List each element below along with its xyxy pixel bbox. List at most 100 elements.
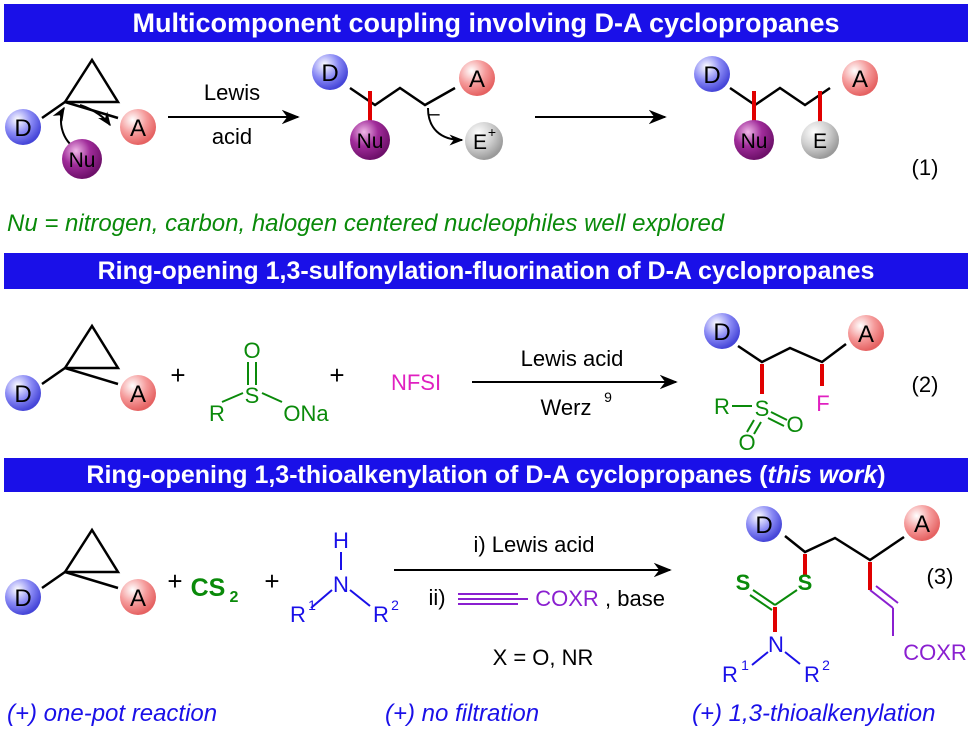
alkyne-coxr: COXR (535, 586, 599, 611)
lewis-label: Lewis (204, 80, 260, 105)
amine-r1: R (290, 602, 306, 627)
intermediate-donor-label: D (321, 60, 338, 87)
product3-donor-label: D (755, 512, 772, 539)
acceptor-label: A (130, 115, 146, 142)
amine-r2-sup: 2 (391, 597, 399, 613)
base-label: , base (605, 586, 665, 611)
plus-1: + (170, 360, 185, 390)
product1-acceptor-label: A (852, 66, 868, 93)
intermediate-nucleophile-label: Nu (357, 130, 384, 153)
intermediate-nucleophile (350, 120, 390, 160)
donor-label: D (14, 115, 31, 142)
equation-3: (3) (927, 564, 954, 589)
intermediate-donor (312, 54, 348, 90)
amine-h: H (333, 528, 349, 553)
amine-r1-sup: 1 (308, 597, 316, 613)
product3-acceptor-label: A (914, 511, 930, 538)
cyclopropane3-ring (62, 527, 121, 574)
section-2: D A + O S R ONa + NFSI Lewis acid Werz 9… (5, 313, 938, 455)
section-3: D A + CS 2 + H N R 1 R 2 i) Lewis acid i… (5, 505, 967, 687)
product3-donor (746, 506, 782, 542)
equation-1: (1) (912, 155, 939, 180)
electrophile-charge: + (488, 124, 496, 140)
product1-chain (729, 86, 831, 107)
acceptor-ball (120, 109, 156, 145)
product3-chain (784, 535, 905, 562)
product3-s-left: S (736, 570, 751, 595)
cs2-subscript: 2 (230, 589, 239, 606)
product2-acceptor-label: A (858, 321, 874, 348)
curved-arrow-right (79, 104, 111, 127)
cyclopropane2-ring (62, 323, 121, 370)
cyclopropane3-bonds (41, 570, 119, 590)
werz-ref: 9 (604, 389, 612, 405)
product2-donor (704, 313, 740, 349)
sulfinate-o: O (243, 338, 260, 363)
footer-thioalkenylation: (+) 1,3-thioalkenylation (692, 700, 936, 727)
section-1: D A Nu Lewis acid D A Nu – E + D A Nu (5, 54, 938, 180)
acceptor2-label: A (130, 381, 146, 408)
donor3-ball (5, 579, 41, 615)
product2-f: F (816, 391, 829, 416)
cyclopropane-ring (62, 57, 121, 104)
electrophile-arrow (427, 107, 464, 146)
cyclopropane2-bonds (41, 366, 119, 386)
product3-r1: R (722, 662, 738, 687)
cs2-reagent: CS (191, 574, 226, 602)
nfsi-reagent: NFSI (391, 370, 441, 395)
product1-acceptor (842, 60, 878, 96)
donor-ball (5, 109, 41, 145)
electrophile-label: E (473, 131, 487, 154)
product1-nucleophile-label: Nu (741, 130, 768, 153)
condition-ii: ii) (428, 585, 445, 610)
donor2-ball (5, 375, 41, 411)
banner-multicomponent: Multicomponent coupling involving D-A cy… (4, 4, 968, 42)
product2-s: S (755, 396, 770, 421)
plus-4: + (264, 566, 279, 596)
nucleophile-ball (62, 139, 102, 179)
product3-r2-sup: 2 (822, 657, 830, 673)
plus-3: + (167, 566, 182, 596)
amine-n: N (333, 572, 349, 597)
acid-label: acid (212, 124, 252, 149)
product2-o-right: O (786, 412, 803, 437)
product3-r1-sup: 1 (741, 657, 749, 673)
intermediate-chain (349, 86, 456, 107)
condition-i: i) Lewis acid (473, 532, 594, 557)
donor3-label: D (14, 585, 31, 612)
product1-electrophile (801, 121, 839, 159)
product3-n: N (768, 632, 784, 657)
product3-r2: R (804, 662, 820, 687)
banner-thioalkenylation: Ring-opening 1,3-thioalkenylation of D-A… (4, 458, 968, 492)
intermediate-acceptor-label: A (469, 66, 485, 93)
sulfinate-ona: ONa (283, 401, 329, 426)
product3-coxr: COXR (903, 640, 967, 665)
sulfinate-s: S (245, 383, 260, 408)
acceptor3-ball (120, 579, 156, 615)
nucleophile-note: Nu = nitrogen, carbon, halogen centered … (7, 210, 725, 237)
product1-donor (694, 56, 730, 92)
electrophile-ball (465, 122, 503, 160)
product2-chain (737, 343, 847, 364)
product2-r: R (714, 394, 730, 419)
intermediate-acceptor (459, 60, 495, 96)
werz-label: Werz (541, 395, 592, 420)
product3-s-right: S (798, 570, 813, 595)
nucleophile-label: Nu (69, 149, 96, 172)
sulfinate-r: R (209, 401, 225, 426)
equation-2: (2) (912, 372, 939, 397)
acceptor2-ball (120, 375, 156, 411)
footer-no-filtration: (+) no filtration (385, 700, 540, 727)
x-definition: X = O, NR (493, 645, 594, 670)
lewis-acid-label-2: Lewis acid (521, 346, 624, 371)
product3-acceptor (904, 505, 940, 541)
banner-sulfonylation: Ring-opening 1,3-sulfonylation-fluorinat… (4, 253, 968, 289)
product1-electrophile-label: E (813, 130, 827, 153)
acceptor3-label: A (130, 585, 146, 612)
product2-donor-label: D (713, 319, 730, 346)
product1-donor-label: D (703, 62, 720, 89)
product1-nucleophile (734, 120, 774, 160)
cyclopropane-bonds (41, 100, 119, 120)
plus-2: + (329, 360, 344, 390)
